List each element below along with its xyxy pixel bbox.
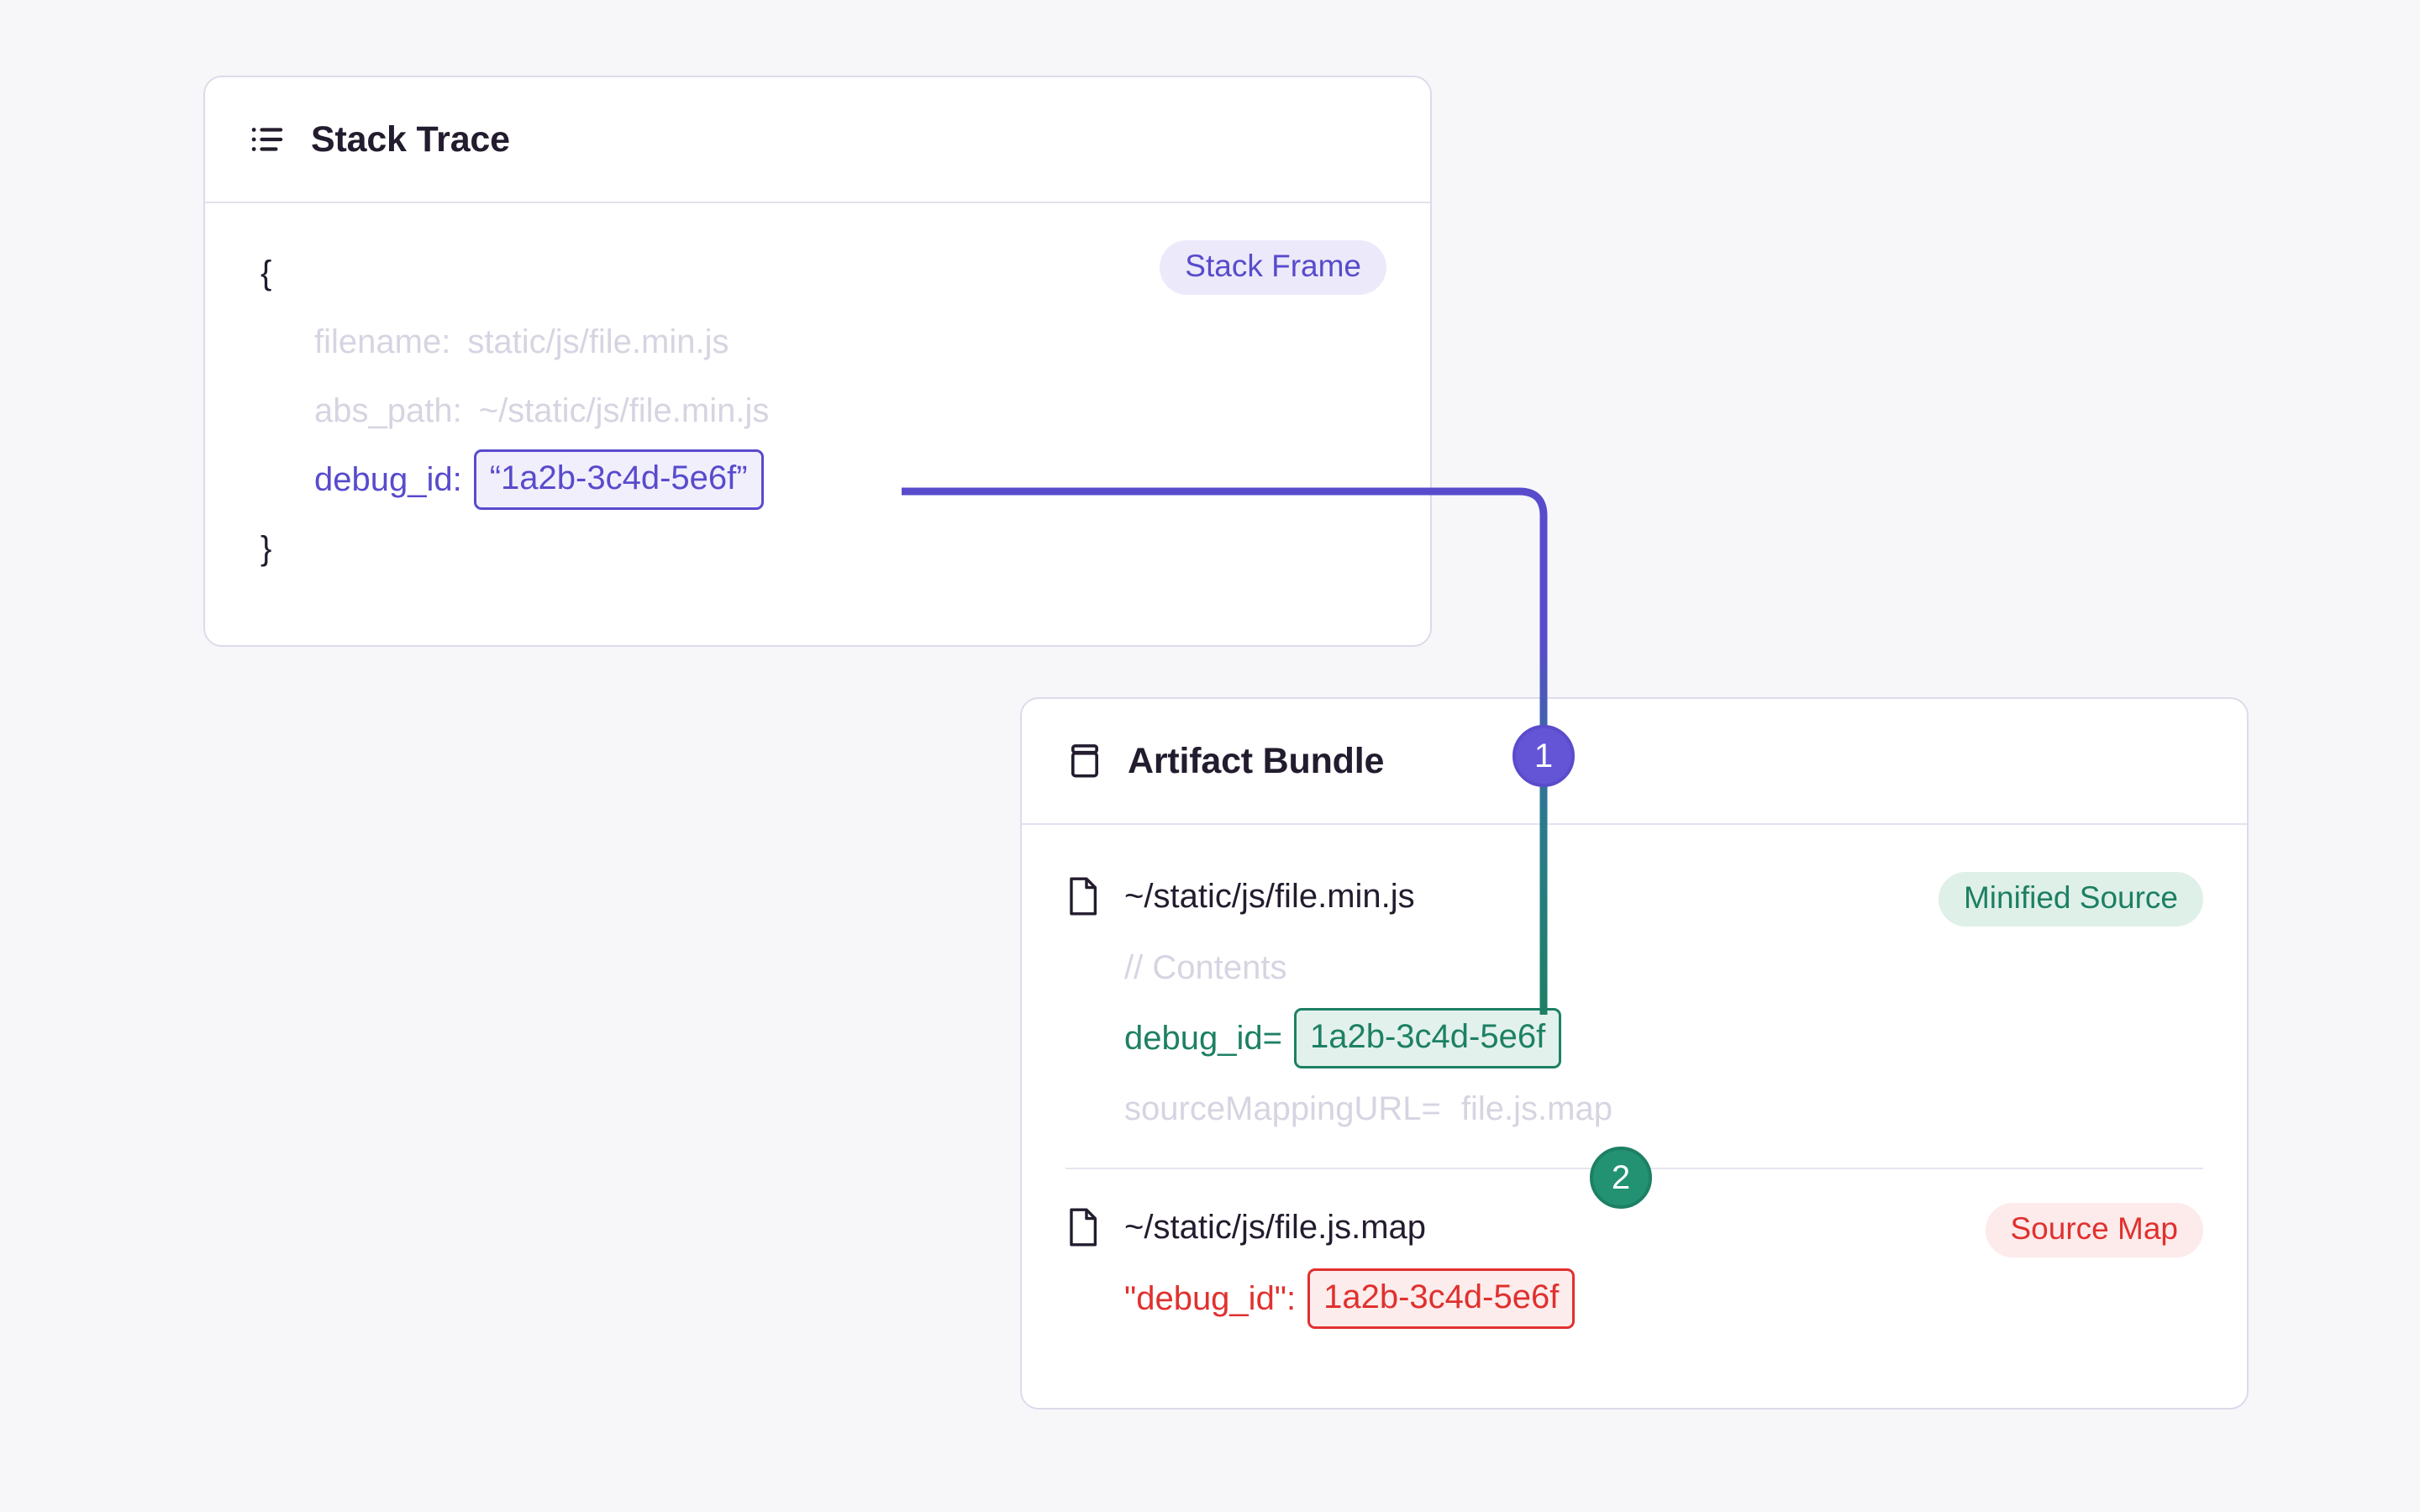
code-row-abs-path: abs_path: ~/static/js/file.min.js [249, 376, 1386, 445]
stack-frame-tag: Stack Frame [1160, 240, 1386, 295]
source-map-debug-id-line: "debug_id": 1a2b-3c4d-5e6f [1065, 1263, 2203, 1334]
step-badge-2: 2 [1590, 1147, 1652, 1209]
source-map-tag: Source Map [1985, 1203, 2203, 1257]
sourcemappingurl-key: sourceMappingURL= [1124, 1089, 1441, 1127]
code-row-debug-id: debug_id: “1a2b-3c4d-5e6f” [249, 445, 1386, 514]
code-row-filename: filename: static/js/file.min.js [249, 307, 1386, 376]
archive-box-icon [1065, 742, 1104, 780]
artifact-bundle-body: Minified Source ~/static/js/file.min.js … [1022, 825, 2247, 1373]
abs-path-key: abs_path: [314, 392, 462, 429]
artifact-row-minified-source: Minified Source ~/static/js/file.min.js … [1065, 860, 2203, 1144]
source-map-file-line: ~/static/js/file.js.map [1065, 1191, 2203, 1263]
artifact-bundle-card: Artifact Bundle Minified Source ~/static… [1020, 697, 2249, 1410]
code-open-brace: { [249, 239, 1386, 307]
stacktrace-debug-id-value[interactable]: “1a2b-3c4d-5e6f” [473, 449, 764, 510]
stack-trace-card: Stack Trace Stack Frame { filename: stat… [203, 76, 1432, 647]
minified-debug-id-key: debug_id= [1124, 1019, 1282, 1057]
sourcemappingurl-value: file.js.map [1460, 1089, 1612, 1127]
minified-source-file-name: ~/static/js/file.min.js [1124, 877, 1415, 915]
sourcemap-debug-id-value[interactable]: 1a2b-3c4d-5e6f [1307, 1268, 1576, 1329]
contents-comment: // Contents [1124, 948, 1287, 986]
debug-id-key: debug_id: [314, 461, 462, 498]
file-icon [1065, 876, 1101, 916]
minified-source-contents-line: // Contents [1065, 932, 2203, 1003]
filename-key: filename: [314, 323, 451, 360]
abs-path-value: ~/static/js/file.min.js [478, 392, 770, 429]
open-brace: { [260, 255, 272, 291]
stack-trace-title: Stack Trace [311, 118, 510, 160]
file-icon [1065, 1207, 1101, 1247]
stack-trace-header: Stack Trace [205, 77, 1430, 203]
list-icon [249, 120, 287, 159]
minified-source-sourcemappingurl-line: sourceMappingURL= file.js.map [1065, 1074, 2203, 1144]
minified-source-tag: Minified Source [1938, 872, 2203, 927]
code-close-brace: } [249, 514, 1386, 583]
artifact-bundle-header: Artifact Bundle [1022, 699, 2247, 825]
close-brace: } [260, 530, 272, 567]
artifact-row-source-map: Source Map ~/static/js/file.js.map "debu… [1065, 1169, 2203, 1334]
source-map-file-name: ~/static/js/file.js.map [1124, 1208, 1427, 1246]
step-badge-1: 1 [1512, 725, 1575, 787]
stack-trace-body: Stack Frame { filename: static/js/file.m… [205, 203, 1430, 622]
artifact-bundle-title: Artifact Bundle [1128, 740, 1385, 781]
sourcemap-debug-id-key: "debug_id": [1124, 1279, 1297, 1317]
minified-source-debug-id-line: debug_id= 1a2b-3c4d-5e6f [1065, 1003, 2203, 1074]
filename-value: static/js/file.min.js [467, 323, 729, 360]
minified-debug-id-value[interactable]: 1a2b-3c4d-5e6f [1293, 1008, 1562, 1068]
